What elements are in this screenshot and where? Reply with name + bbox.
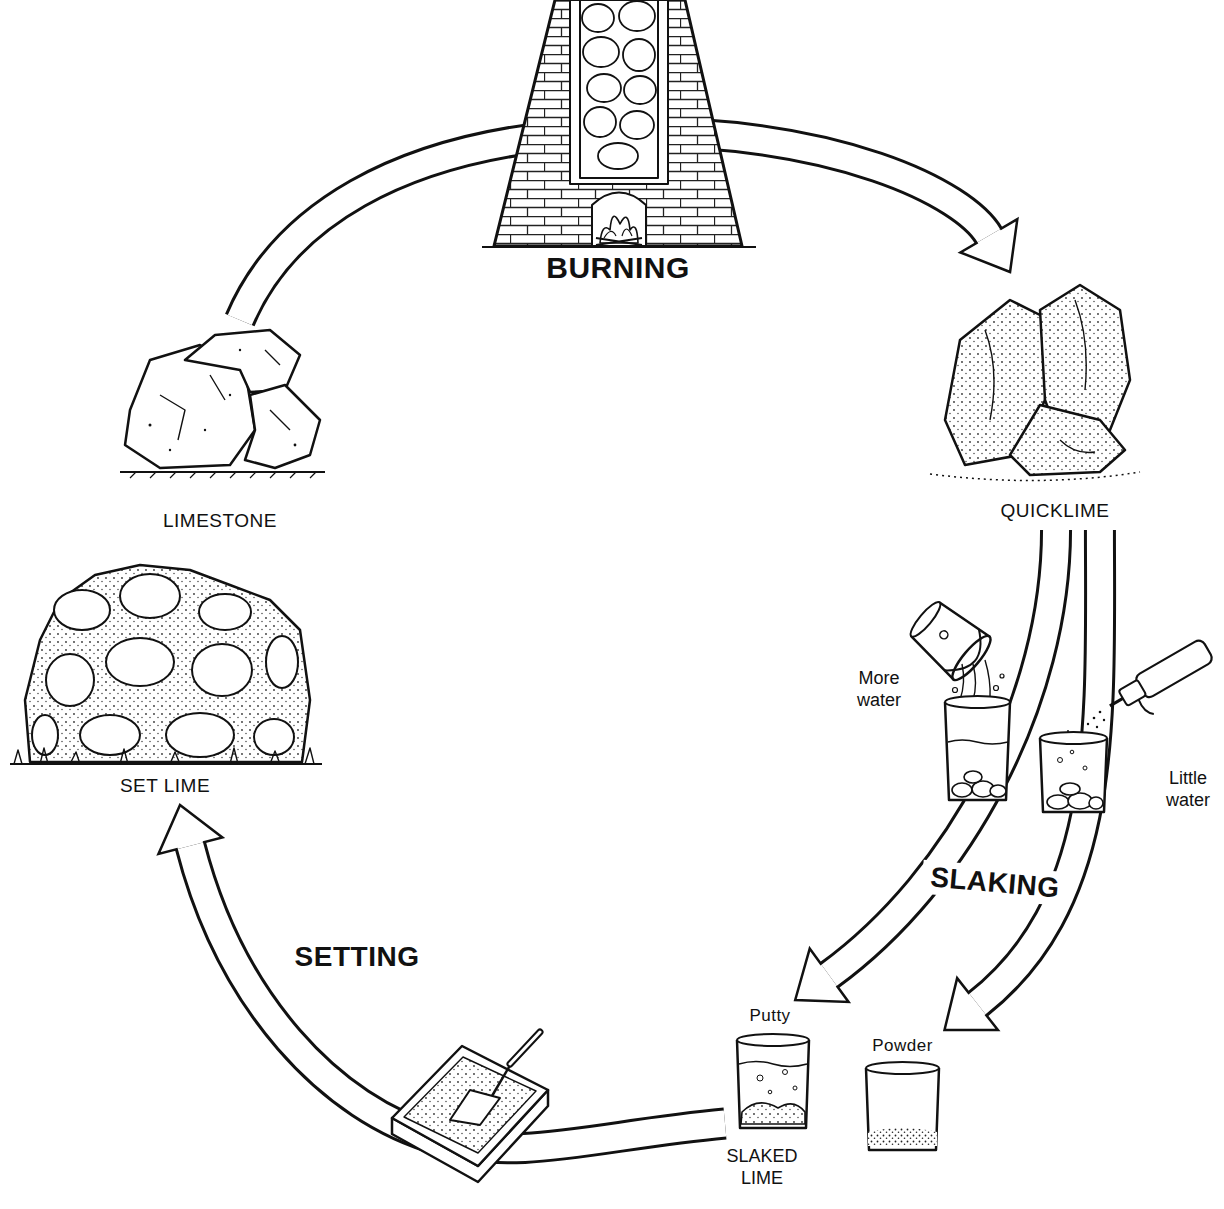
stage-node: Powder — [850, 1030, 955, 1155]
quicklime-illustration — [930, 285, 1140, 481]
powder-glass-illustration — [866, 1062, 939, 1150]
annotation-label: Little water — [1158, 768, 1218, 811]
stage-node: SET LIME — [15, 555, 315, 805]
mortar-tray-illustration — [392, 1032, 548, 1182]
stage-node: LIMESTONE — [110, 320, 330, 540]
arrow-band-fill — [189, 841, 190, 846]
putty-glass-illustration — [737, 1034, 809, 1128]
arrow-band-fill — [240, 132, 989, 320]
stage-label-holder: QUICKLIME — [950, 500, 1160, 522]
bucket-illustration — [903, 594, 1010, 800]
stage-node: QUICKLIME — [950, 272, 1160, 530]
limestone-illustration — [120, 330, 325, 478]
kiln-illustration — [482, 0, 756, 247]
set-lime-wall-illustration — [10, 565, 322, 764]
stage-label: SET LIME — [120, 775, 210, 797]
stage-label: Putty — [749, 1006, 790, 1026]
arrow-band-fill — [974, 1004, 978, 1007]
annotation-label: More water — [842, 668, 916, 711]
stage-label: LIMESTONE — [163, 510, 277, 532]
cycle-arrow — [795, 530, 1056, 1002]
stage-label-holder: SET LIME — [15, 775, 315, 797]
stage-label: Powder — [872, 1036, 933, 1056]
spray-bottle-illustration — [1040, 638, 1222, 812]
arrow-band-fill — [989, 236, 992, 240]
stage-title: SETTING — [282, 940, 432, 974]
annotation-label: SLAKED LIME — [712, 1146, 812, 1189]
arrow-band-fill — [829, 530, 1056, 975]
cycle-arrow — [240, 132, 1018, 320]
stage-label-holder: Powder — [850, 1036, 955, 1056]
arrow-band-fill — [825, 975, 829, 978]
stage-label-holder: LIMESTONE — [110, 510, 330, 532]
stage-title: SLAKING — [921, 860, 1069, 906]
stage-title: BURNING — [540, 250, 696, 286]
stage-node: Putty — [725, 1000, 815, 1130]
stage-label: QUICKLIME — [1000, 500, 1109, 522]
arrow-band-outline — [829, 530, 1056, 975]
stage-label-holder: Putty — [725, 1006, 815, 1026]
arrow-band-outline — [240, 132, 989, 320]
